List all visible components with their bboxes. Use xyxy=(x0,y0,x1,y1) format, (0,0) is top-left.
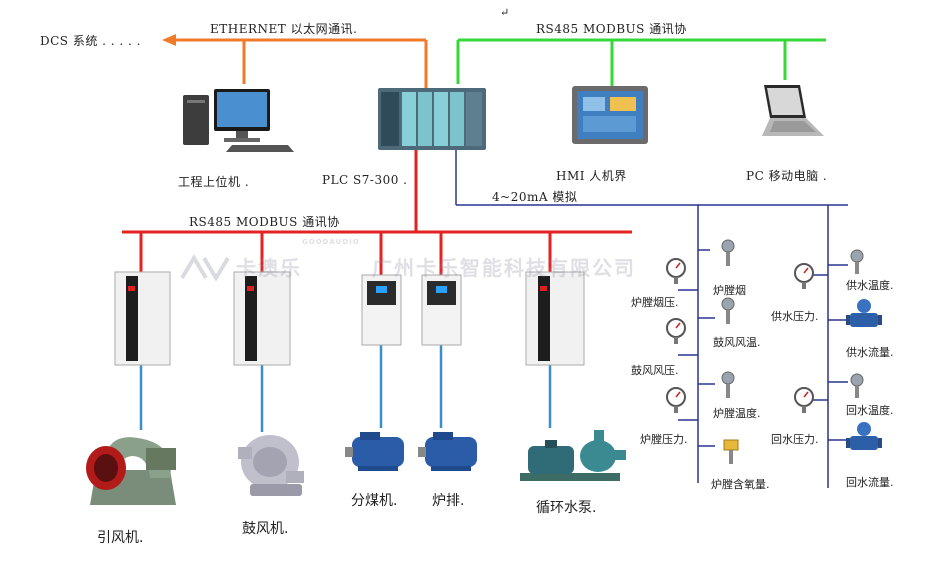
motor-1-icon xyxy=(345,432,404,471)
drive-5-icon xyxy=(525,271,585,366)
temperature-sensor-icon-5 xyxy=(850,373,864,398)
drive-2-icon xyxy=(233,271,291,366)
pump-icon xyxy=(520,430,626,481)
sensor-label-oxygen: 炉膛含氧量. xyxy=(711,478,770,491)
sensor-label-furnace-flue: 炉膛烟 xyxy=(713,284,746,297)
blower-label: 鼓风机. xyxy=(242,521,289,537)
temperature-sensor-icon-2 xyxy=(721,297,735,324)
hmi-label: HMI 人机界 xyxy=(556,169,627,183)
pc-label: PC 移动电脑 . xyxy=(746,169,828,183)
drive-3-icon xyxy=(361,274,402,346)
flow-meter-icon-2 xyxy=(846,422,882,450)
pressure-gauge-icon-5 xyxy=(794,387,814,413)
return-mark: ↵ xyxy=(500,6,510,19)
laptop-icon xyxy=(762,85,824,136)
sensor-label-blast-pressure: 鼓风风压. xyxy=(631,364,679,377)
watermark-brand-small: GOODAUDIO xyxy=(302,238,360,246)
analog-label: 4~20mA 模拟 xyxy=(492,190,578,204)
induced-fan-label: 引风机. xyxy=(97,530,144,546)
sensor-label-return-flow: 回水流量. xyxy=(846,476,894,489)
dcs-arrow-icon xyxy=(162,34,176,46)
pump-label: 循环水泵. xyxy=(536,500,597,516)
rs485-mid-label: RS485 MODBUS 通讯协 xyxy=(189,215,340,229)
watermark-logo-icon xyxy=(180,254,230,282)
sensor-label-furnace-temp: 炉膛温度. xyxy=(713,407,761,420)
analog-bus xyxy=(455,150,848,488)
sensor-label-blast-temp: 鼓风风温. xyxy=(713,336,761,349)
temperature-sensor-icon-4 xyxy=(850,249,864,274)
hmi-icon xyxy=(572,86,648,144)
motor-2-icon xyxy=(418,432,477,471)
watermark-company: 广州卡乐智能科技有限公司 xyxy=(372,256,636,280)
sensor-label-supply-pressure: 供水压力. xyxy=(771,310,819,323)
dcs-label: DCS 系统 . . . . . xyxy=(40,34,141,48)
engineering-pc-icon xyxy=(183,89,294,152)
rs485-top-label: RS485 MODBUS 通讯协 xyxy=(536,22,687,36)
watermark-brand: 卡澳乐 xyxy=(236,256,302,280)
pressure-gauge-icon-2 xyxy=(666,318,686,344)
temperature-sensor-icon-3 xyxy=(721,371,735,398)
plc-icon xyxy=(378,88,486,150)
ethernet-label: ETHERNET 以太网通讯. xyxy=(210,22,358,36)
sensor-label-flue-pressure: 炉膛烟压. xyxy=(631,296,679,309)
eng-pc-label: 工程上位机 . xyxy=(178,175,250,189)
sensor-label-return-pressure: 回水压力. xyxy=(771,433,819,446)
temperature-sensor-icon-1 xyxy=(721,239,735,266)
ethernet-bus xyxy=(175,38,428,88)
drive-links xyxy=(139,345,552,432)
blower-icon xyxy=(238,435,304,496)
induced-fan-icon xyxy=(86,437,176,505)
pressure-gauge-icon-1 xyxy=(666,258,686,284)
plc-label: PLC S7-300 . xyxy=(322,173,408,187)
rs485-top-bus xyxy=(456,38,826,86)
pressure-gauge-icon-3 xyxy=(666,387,686,413)
grate-label: 炉排. xyxy=(432,493,465,509)
sensor-label-supply-temp: 供水温度. xyxy=(846,279,894,292)
drive-1-icon xyxy=(114,271,171,366)
sensor-label-return-temp: 回水温度. xyxy=(846,404,894,417)
pressure-gauge-icon-4 xyxy=(794,263,814,289)
coal-feeder-label: 分煤机. xyxy=(351,493,398,509)
sensor-label-supply-flow: 供水流量. xyxy=(846,346,894,359)
flow-meter-icon-1 xyxy=(846,299,882,327)
oxygen-analyzer-icon xyxy=(723,439,739,464)
drive-4-icon xyxy=(421,274,462,346)
rs485-mid-bus xyxy=(122,150,632,275)
sensor-label-furnace-pressure: 炉膛压力. xyxy=(640,433,688,446)
